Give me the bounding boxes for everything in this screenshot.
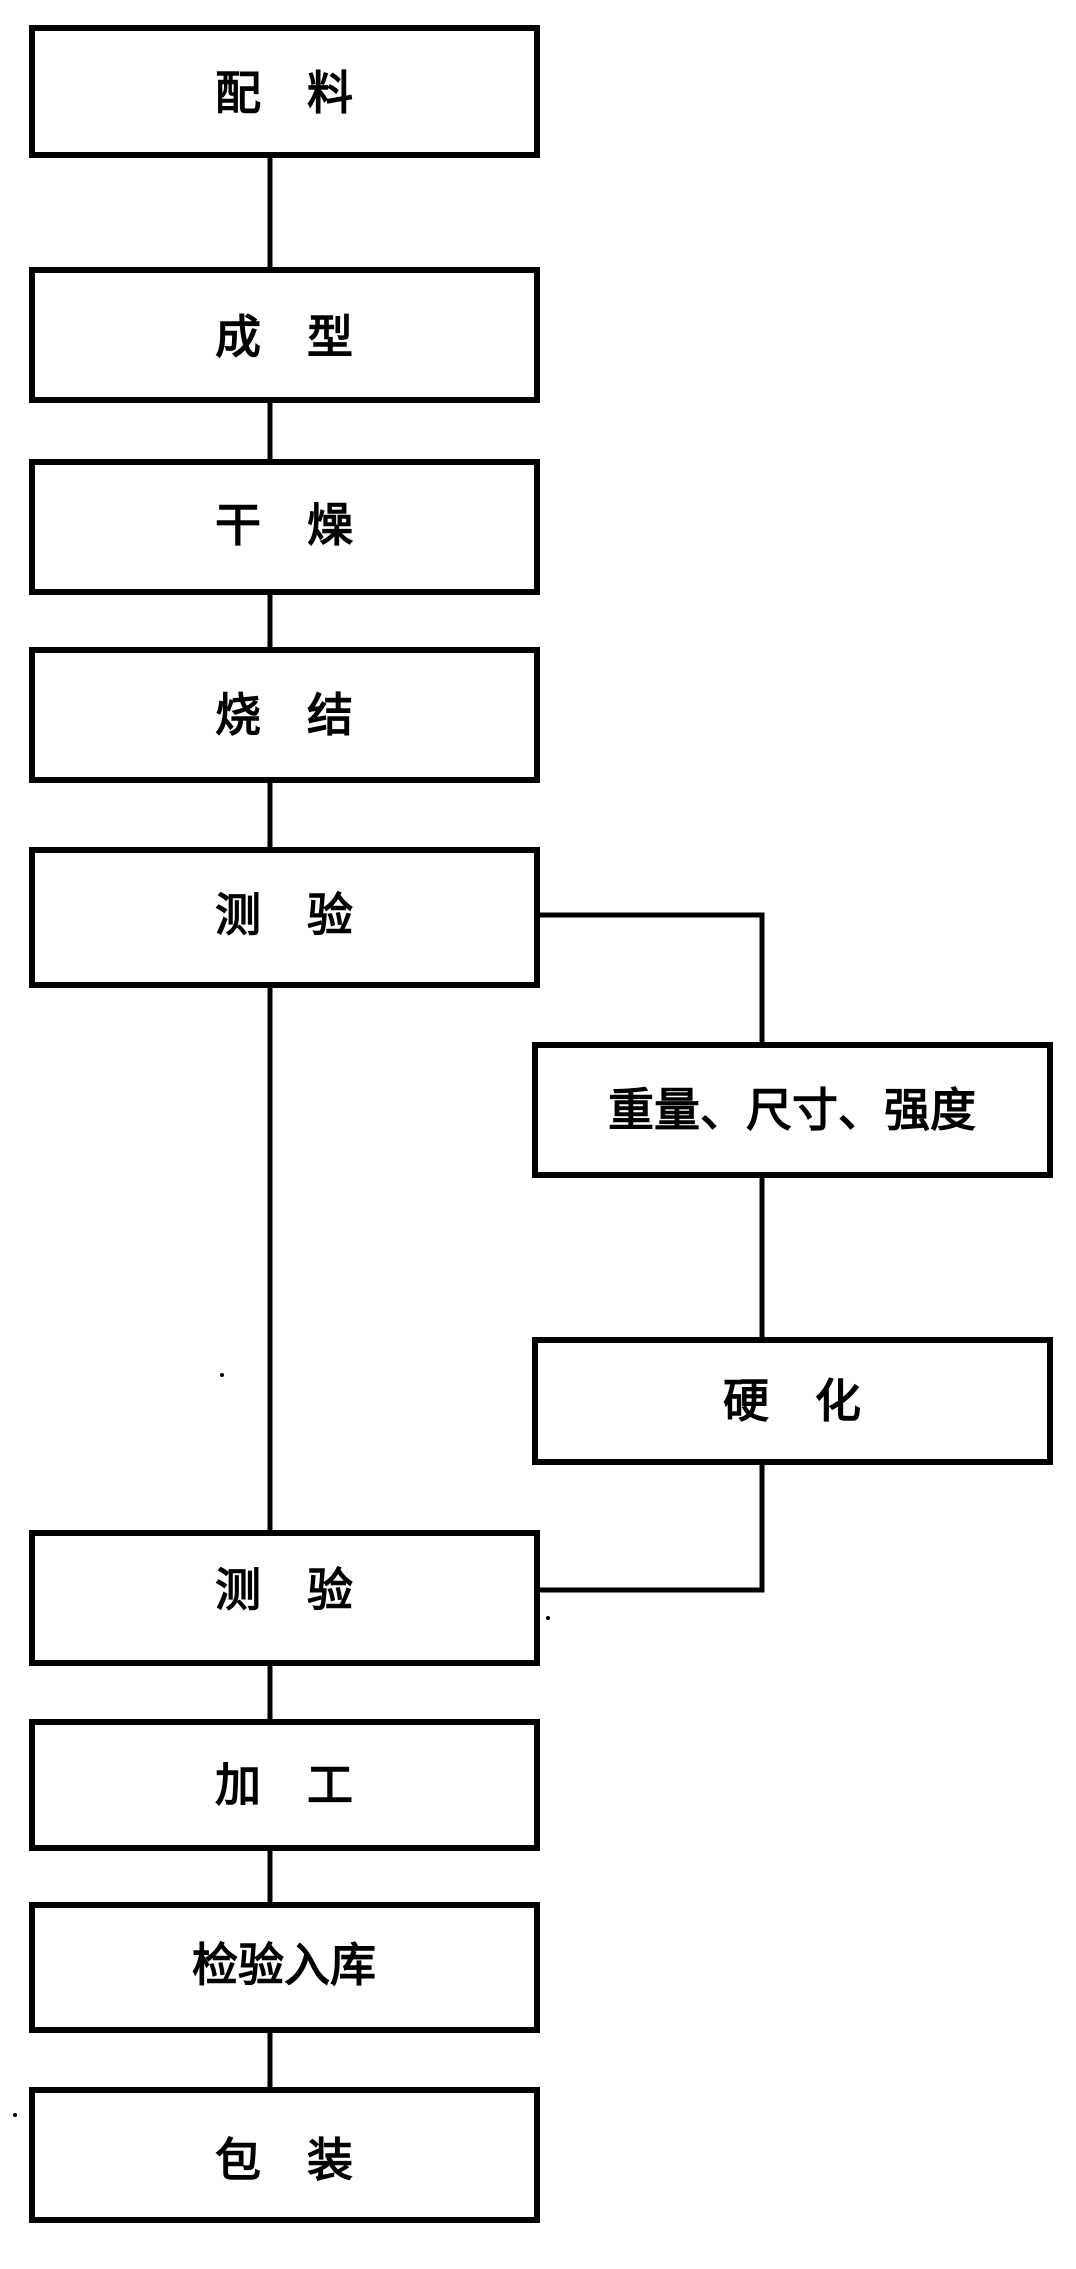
step-label-9: 包 装 <box>215 2133 353 2187</box>
step-box-1: 配 料 <box>29 25 540 158</box>
step-label-5: 测 验 <box>215 888 353 942</box>
step-label-7: 加 工 <box>215 1758 353 1812</box>
step-label-1: 配 料 <box>215 66 353 120</box>
connector-5-to-branch <box>537 912 765 1048</box>
step-label-3: 干 燥 <box>215 498 354 552</box>
step-label-6: 测 验 <box>215 1563 353 1617</box>
branch-box-1: 重量、尺寸、强度 <box>532 1042 1053 1178</box>
step-box-2: 成 型 <box>29 267 540 403</box>
step-box-4: 烧 结 <box>29 647 540 783</box>
scan-speck <box>13 2113 17 2117</box>
step-label-2: 成 型 <box>215 310 353 364</box>
step-box-3: 干 燥 <box>29 459 540 595</box>
step-label-8: 检验入库 <box>192 1938 376 1992</box>
connector-branch-to-6 <box>537 1459 765 1593</box>
branch-label-2: 硬 化 <box>723 1374 861 1428</box>
branch-label-1: 重量、尺寸、强度 <box>608 1083 976 1137</box>
step-box-7: 加 工 <box>29 1719 540 1851</box>
step-label-4: 烧 结 <box>215 688 353 742</box>
branch-box-2: 硬 化 <box>532 1337 1053 1465</box>
step-box-8: 检验入库 <box>29 1902 540 2033</box>
step-box-5: 测 验 <box>29 847 540 988</box>
step-box-6: 测 验 <box>29 1530 540 1666</box>
scan-speck <box>220 1373 224 1377</box>
step-box-9: 包 装 <box>29 2087 540 2223</box>
scan-speck <box>546 1616 550 1620</box>
